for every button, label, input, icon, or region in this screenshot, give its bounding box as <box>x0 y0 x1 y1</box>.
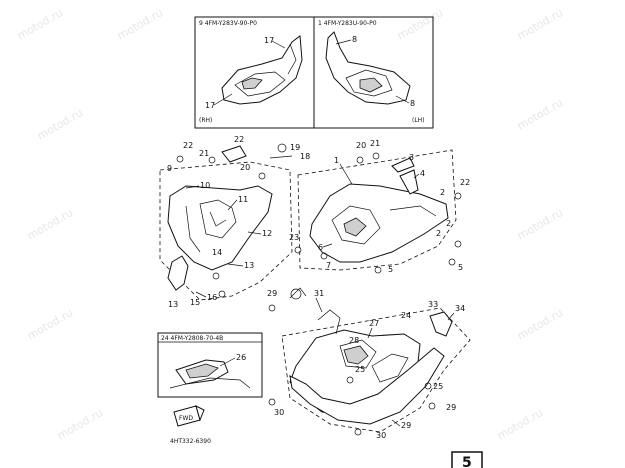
svg-text:motod.ru: motod.ru <box>495 406 545 442</box>
callout-12: 12 <box>262 229 272 238</box>
inset-lh-side: (LH) <box>412 117 425 124</box>
svg-text:motod.ru: motod.ru <box>55 406 105 442</box>
svg-text:motod.ru: motod.ru <box>25 306 75 342</box>
callout-14: 14 <box>212 248 222 257</box>
callout-25-right: 25 <box>433 382 443 391</box>
svg-text:motod.ru: motod.ru <box>35 106 85 142</box>
inset-rh-title: 9 4FM-Y283V-90-P0 <box>199 20 257 27</box>
bottom-inset-frame <box>157 332 263 398</box>
callout-2-top: 2 <box>440 188 445 197</box>
callout-10: 10 <box>200 181 210 190</box>
callout-9: 9 <box>167 164 172 173</box>
callout-29-bottom: 29 <box>401 421 411 430</box>
callout-5-mid: 5 <box>388 265 393 274</box>
callout-3: 3 <box>409 153 414 162</box>
callout-29-top: 29 <box>267 289 277 298</box>
callout-13-left: 13 <box>168 300 178 309</box>
footer-code: 4HT332-6390 <box>170 438 211 445</box>
page-marker: 5 <box>451 451 483 468</box>
callout-22-left: 22 <box>183 141 193 150</box>
callout-17-top: 17 <box>264 36 274 45</box>
svg-text:motod.ru: motod.ru <box>515 206 565 242</box>
callout-13-right: 13 <box>244 261 254 270</box>
callout-18: 18 <box>300 152 310 161</box>
top-inset: 9 4FM-Y283V-90-P0 1 4FM-Y283U-90-P0 (RH)… <box>194 16 434 129</box>
callout-4: 4 <box>420 169 425 178</box>
callout-7: 7 <box>326 261 331 270</box>
inset-rh-side: (RH) <box>199 117 212 124</box>
callout-2-low: 2 <box>436 229 441 238</box>
callout-6: 6 <box>318 243 323 252</box>
callout-2-mid: 2 <box>446 219 451 228</box>
callout-1: 1 <box>334 156 339 165</box>
callout-28: 28 <box>349 336 359 345</box>
callout-31: 31 <box>314 289 324 298</box>
svg-text:motod.ru: motod.ru <box>515 306 565 342</box>
bottom-assembly <box>281 287 471 433</box>
inset-lh-title: 1 4FM-Y283U-90-P0 <box>318 20 377 27</box>
svg-text:motod.ru: motod.ru <box>515 96 565 132</box>
callout-17-bottom: 17 <box>205 101 215 110</box>
svg-text:FWD: FWD <box>179 415 193 422</box>
callout-5-right: 5 <box>458 263 463 272</box>
callout-22-mid: 22 <box>234 135 244 144</box>
svg-text:motod.ru: motod.ru <box>515 6 565 42</box>
callout-27: 27 <box>369 319 379 328</box>
callout-34: 34 <box>455 304 465 313</box>
callout-30-bottom: 30 <box>376 431 386 440</box>
callout-15: 15 <box>190 298 200 307</box>
callout-21-right: 21 <box>370 139 380 148</box>
callout-25-left: 25 <box>355 365 365 374</box>
callout-11: 11 <box>238 195 248 204</box>
lh-cowl-drawing <box>325 31 411 105</box>
callout-16: 16 <box>207 293 217 302</box>
callout-29-right: 29 <box>446 403 456 412</box>
callout-8-top: 8 <box>352 35 357 44</box>
callout-26: 26 <box>236 353 246 362</box>
callout-19: 19 <box>290 143 300 152</box>
svg-text:motod.ru: motod.ru <box>15 6 65 42</box>
callout-20-left: 20 <box>240 163 250 172</box>
callout-23: 23 <box>289 233 299 242</box>
callout-8-bottom: 8 <box>410 99 415 108</box>
svg-text:motod.ru: motod.ru <box>395 6 445 42</box>
callout-33: 33 <box>428 300 438 309</box>
svg-text:motod.ru: motod.ru <box>25 206 75 242</box>
left-assembly <box>159 161 293 301</box>
callout-21-left: 21 <box>199 149 209 158</box>
svg-text:motod.ru: motod.ru <box>115 6 165 42</box>
callout-30-left: 30 <box>274 408 284 417</box>
inset-24-title: 24 4FM-Y2808-70-4B <box>161 335 223 342</box>
forward-arrow: FWD <box>173 405 205 427</box>
right-assembly <box>297 149 457 271</box>
callout-22-right: 22 <box>460 178 470 187</box>
callout-20-right: 20 <box>356 141 366 150</box>
rh-cowl-drawing <box>221 35 303 105</box>
callout-24: 24 <box>401 311 411 320</box>
svg-text:5: 5 <box>462 455 472 468</box>
bottom-left-inset: 24 4FM-Y2808-70-4B 26 <box>157 332 263 398</box>
